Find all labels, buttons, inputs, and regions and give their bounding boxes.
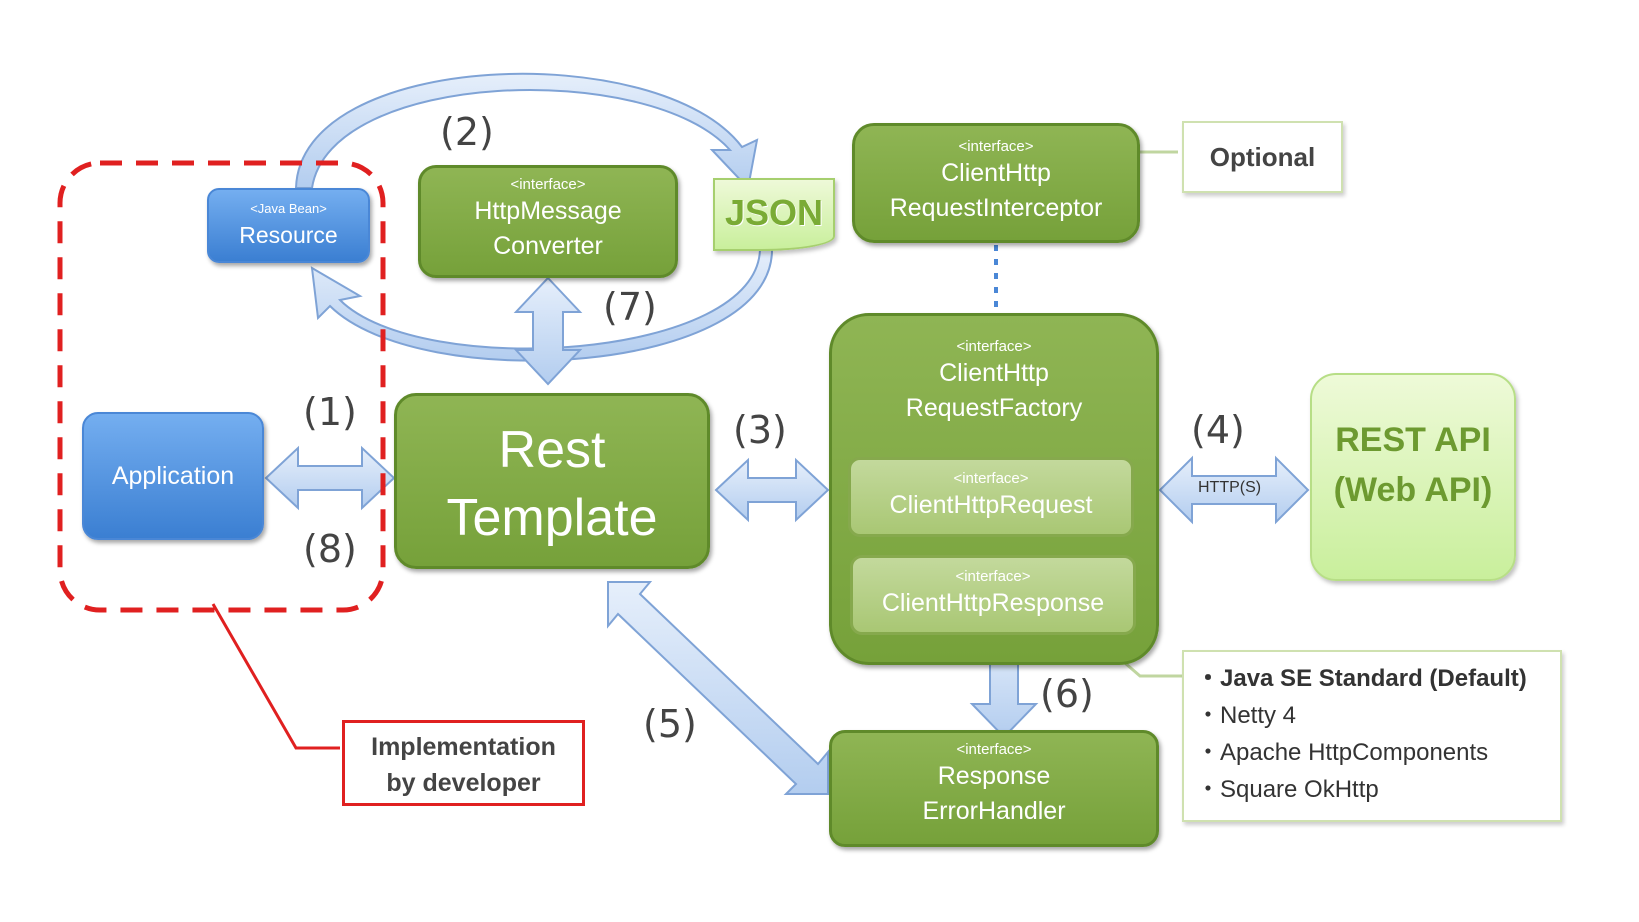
implementation-note: Implementation by developer	[342, 720, 585, 806]
json-document: JSON	[713, 178, 835, 251]
interceptor-stereotype: <interface>	[958, 138, 1034, 155]
http-label: HTTP(S)	[1198, 479, 1262, 496]
response-stereotype: <interface>	[955, 568, 1031, 585]
step-1-label: (1)	[303, 390, 357, 434]
resource-label: Resource	[239, 222, 338, 248]
impl-note-line2: by developer	[386, 769, 541, 797]
arrow-deserialize	[310, 247, 774, 362]
json-label: JSON	[724, 192, 824, 233]
application-box: Application	[82, 412, 264, 540]
step-2-label: (2)	[440, 110, 494, 154]
step-5-label: (5)	[643, 702, 697, 746]
optional-label: Optional	[1209, 142, 1316, 172]
error-handler-stereotype: <interface>	[956, 741, 1032, 758]
developer-region	[57, 160, 386, 613]
rest-template-line2: Template	[446, 489, 658, 547]
request-label: ClientHttpRequest	[889, 491, 1093, 519]
optional-note: Optional	[1182, 121, 1343, 193]
converter-stereotype: <interface>	[510, 176, 586, 193]
converter-line1: HttpMessage	[474, 197, 622, 225]
implementation-list: ・Java SE Standard (Default) ・Netty 4 ・Ap…	[1182, 650, 1562, 822]
client-http-response-box: <interface> ClientHttpResponse	[850, 555, 1136, 635]
step-6-label: (6)	[1040, 672, 1094, 716]
step-7-label: (7)	[603, 285, 657, 329]
application-label: Application	[111, 462, 235, 490]
interceptor-line1: ClientHttp	[941, 159, 1051, 187]
rest-api-line2: (Web API)	[1333, 471, 1493, 509]
resource-stereotype: <Java Bean>	[250, 201, 327, 216]
step-3-label: (3)	[733, 408, 787, 452]
factory-line1: ClientHttp	[939, 359, 1049, 387]
rest-api-box: REST API (Web API)	[1310, 373, 1516, 581]
developer-callout-line	[211, 603, 340, 750]
arrow-rest-factory	[714, 457, 830, 523]
impl-list-item-1: ・Netty 4	[1196, 702, 1297, 729]
factory-line2: RequestFactory	[905, 394, 1083, 422]
arrow-converter-rest	[513, 276, 583, 386]
client-http-request-box: <interface> ClientHttpRequest	[848, 457, 1134, 537]
interceptor-line2: RequestInterceptor	[889, 194, 1103, 222]
arrow-factory-api	[1158, 455, 1310, 525]
response-label: ClientHttpResponse	[881, 589, 1105, 617]
http-message-converter-box: <interface> HttpMessage Converter	[418, 165, 678, 278]
error-handler-line1: Response	[937, 762, 1051, 790]
request-interceptor-box: <interface> ClientHttp RequestIntercepto…	[852, 123, 1140, 243]
factory-stereotype: <interface>	[956, 338, 1032, 355]
arrow-rest-handler	[607, 581, 829, 795]
rest-template-box: Rest Template	[394, 393, 710, 569]
arrow-serialize	[294, 72, 759, 191]
impl-note-line1: Implementation	[371, 733, 556, 761]
impl-list-item-0: ・Java SE Standard (Default)	[1196, 665, 1527, 692]
request-stereotype: <interface>	[953, 470, 1029, 487]
error-handler-line2: ErrorHandler	[922, 797, 1066, 825]
impl-list-item-3: ・Square OkHttp	[1196, 776, 1379, 803]
converter-line2: Converter	[493, 232, 603, 260]
step-4-label: (4)	[1191, 408, 1245, 452]
step-8-label: (8)	[303, 527, 357, 571]
rest-template-line1: Rest	[498, 421, 606, 479]
resource-box: <Java Bean> Resource	[207, 188, 370, 263]
rest-api-line1: REST API	[1335, 421, 1491, 459]
arrow-app-rest	[264, 445, 396, 511]
response-error-handler-box: <interface> Response ErrorHandler	[829, 730, 1159, 847]
impl-list-item-2: ・Apache HttpComponents	[1196, 739, 1489, 766]
